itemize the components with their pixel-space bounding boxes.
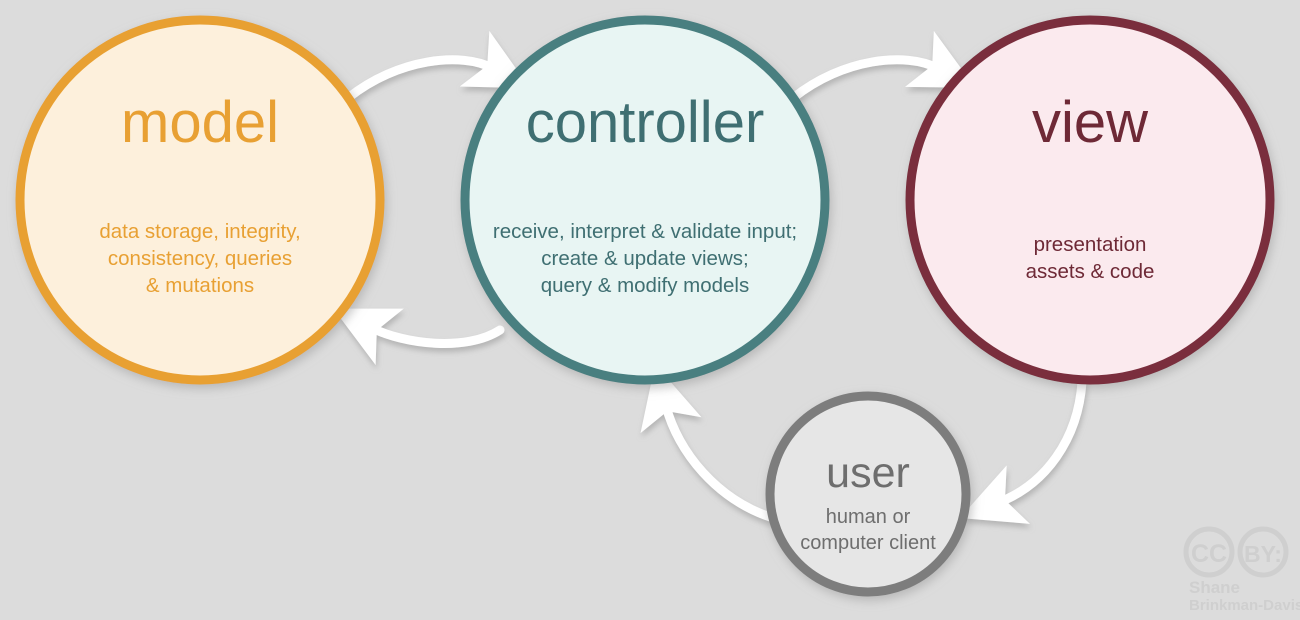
arrow-view-to-user — [959, 377, 1087, 524]
node-controller[interactable]: controller receive, interpret & validate… — [460, 15, 830, 385]
user-desc-line-2: computer client — [800, 532, 936, 554]
arrow-controller-to-view — [788, 30, 976, 103]
cc-icon-label: CC — [1191, 540, 1227, 568]
model-title: model — [121, 90, 279, 155]
user-circle[interactable] — [765, 391, 971, 597]
user-title: user — [826, 449, 910, 497]
node-model[interactable]: model data storage, integrity, consisten… — [15, 15, 385, 385]
author-line-1: Shane — [1189, 578, 1240, 597]
controller-desc-line-2: create & update views; — [541, 247, 748, 270]
model-desc-line-2: consistency, queries — [108, 247, 292, 270]
by-icon[interactable] — [1237, 526, 1289, 578]
controller-title: controller — [526, 90, 765, 155]
node-user[interactable]: user human or computer client — [765, 391, 971, 597]
model-desc-line-1: data storage, integrity, — [99, 220, 300, 243]
arrow-controller-to-model — [333, 308, 505, 366]
arrow-user-to-controller — [640, 364, 778, 523]
node-view[interactable]: view presentation assets & code — [905, 15, 1275, 385]
controller-desc-line-1: receive, interpret & validate input; — [493, 220, 797, 243]
arrow-group — [333, 30, 1087, 524]
view-desc-line-1: presentation — [1034, 233, 1147, 256]
cc-icon[interactable] — [1183, 526, 1235, 578]
view-title: view — [1032, 90, 1149, 155]
view-desc-line-2: assets & code — [1026, 260, 1155, 283]
view-circle[interactable] — [905, 15, 1275, 385]
controller-circle[interactable] — [460, 15, 830, 385]
arrow-model-to-controller — [343, 30, 531, 103]
author-line-2: Brinkman-Davis — [1189, 597, 1300, 614]
license-badge[interactable]: CC BY: Shane Brinkman-Davis — [1183, 526, 1300, 614]
model-circle[interactable] — [15, 15, 385, 385]
by-icon-label: BY: — [1244, 541, 1282, 567]
user-desc-line-1: human or — [826, 506, 911, 528]
model-desc-line-3: & mutations — [146, 274, 254, 297]
controller-desc-line-3: query & modify models — [541, 274, 750, 297]
